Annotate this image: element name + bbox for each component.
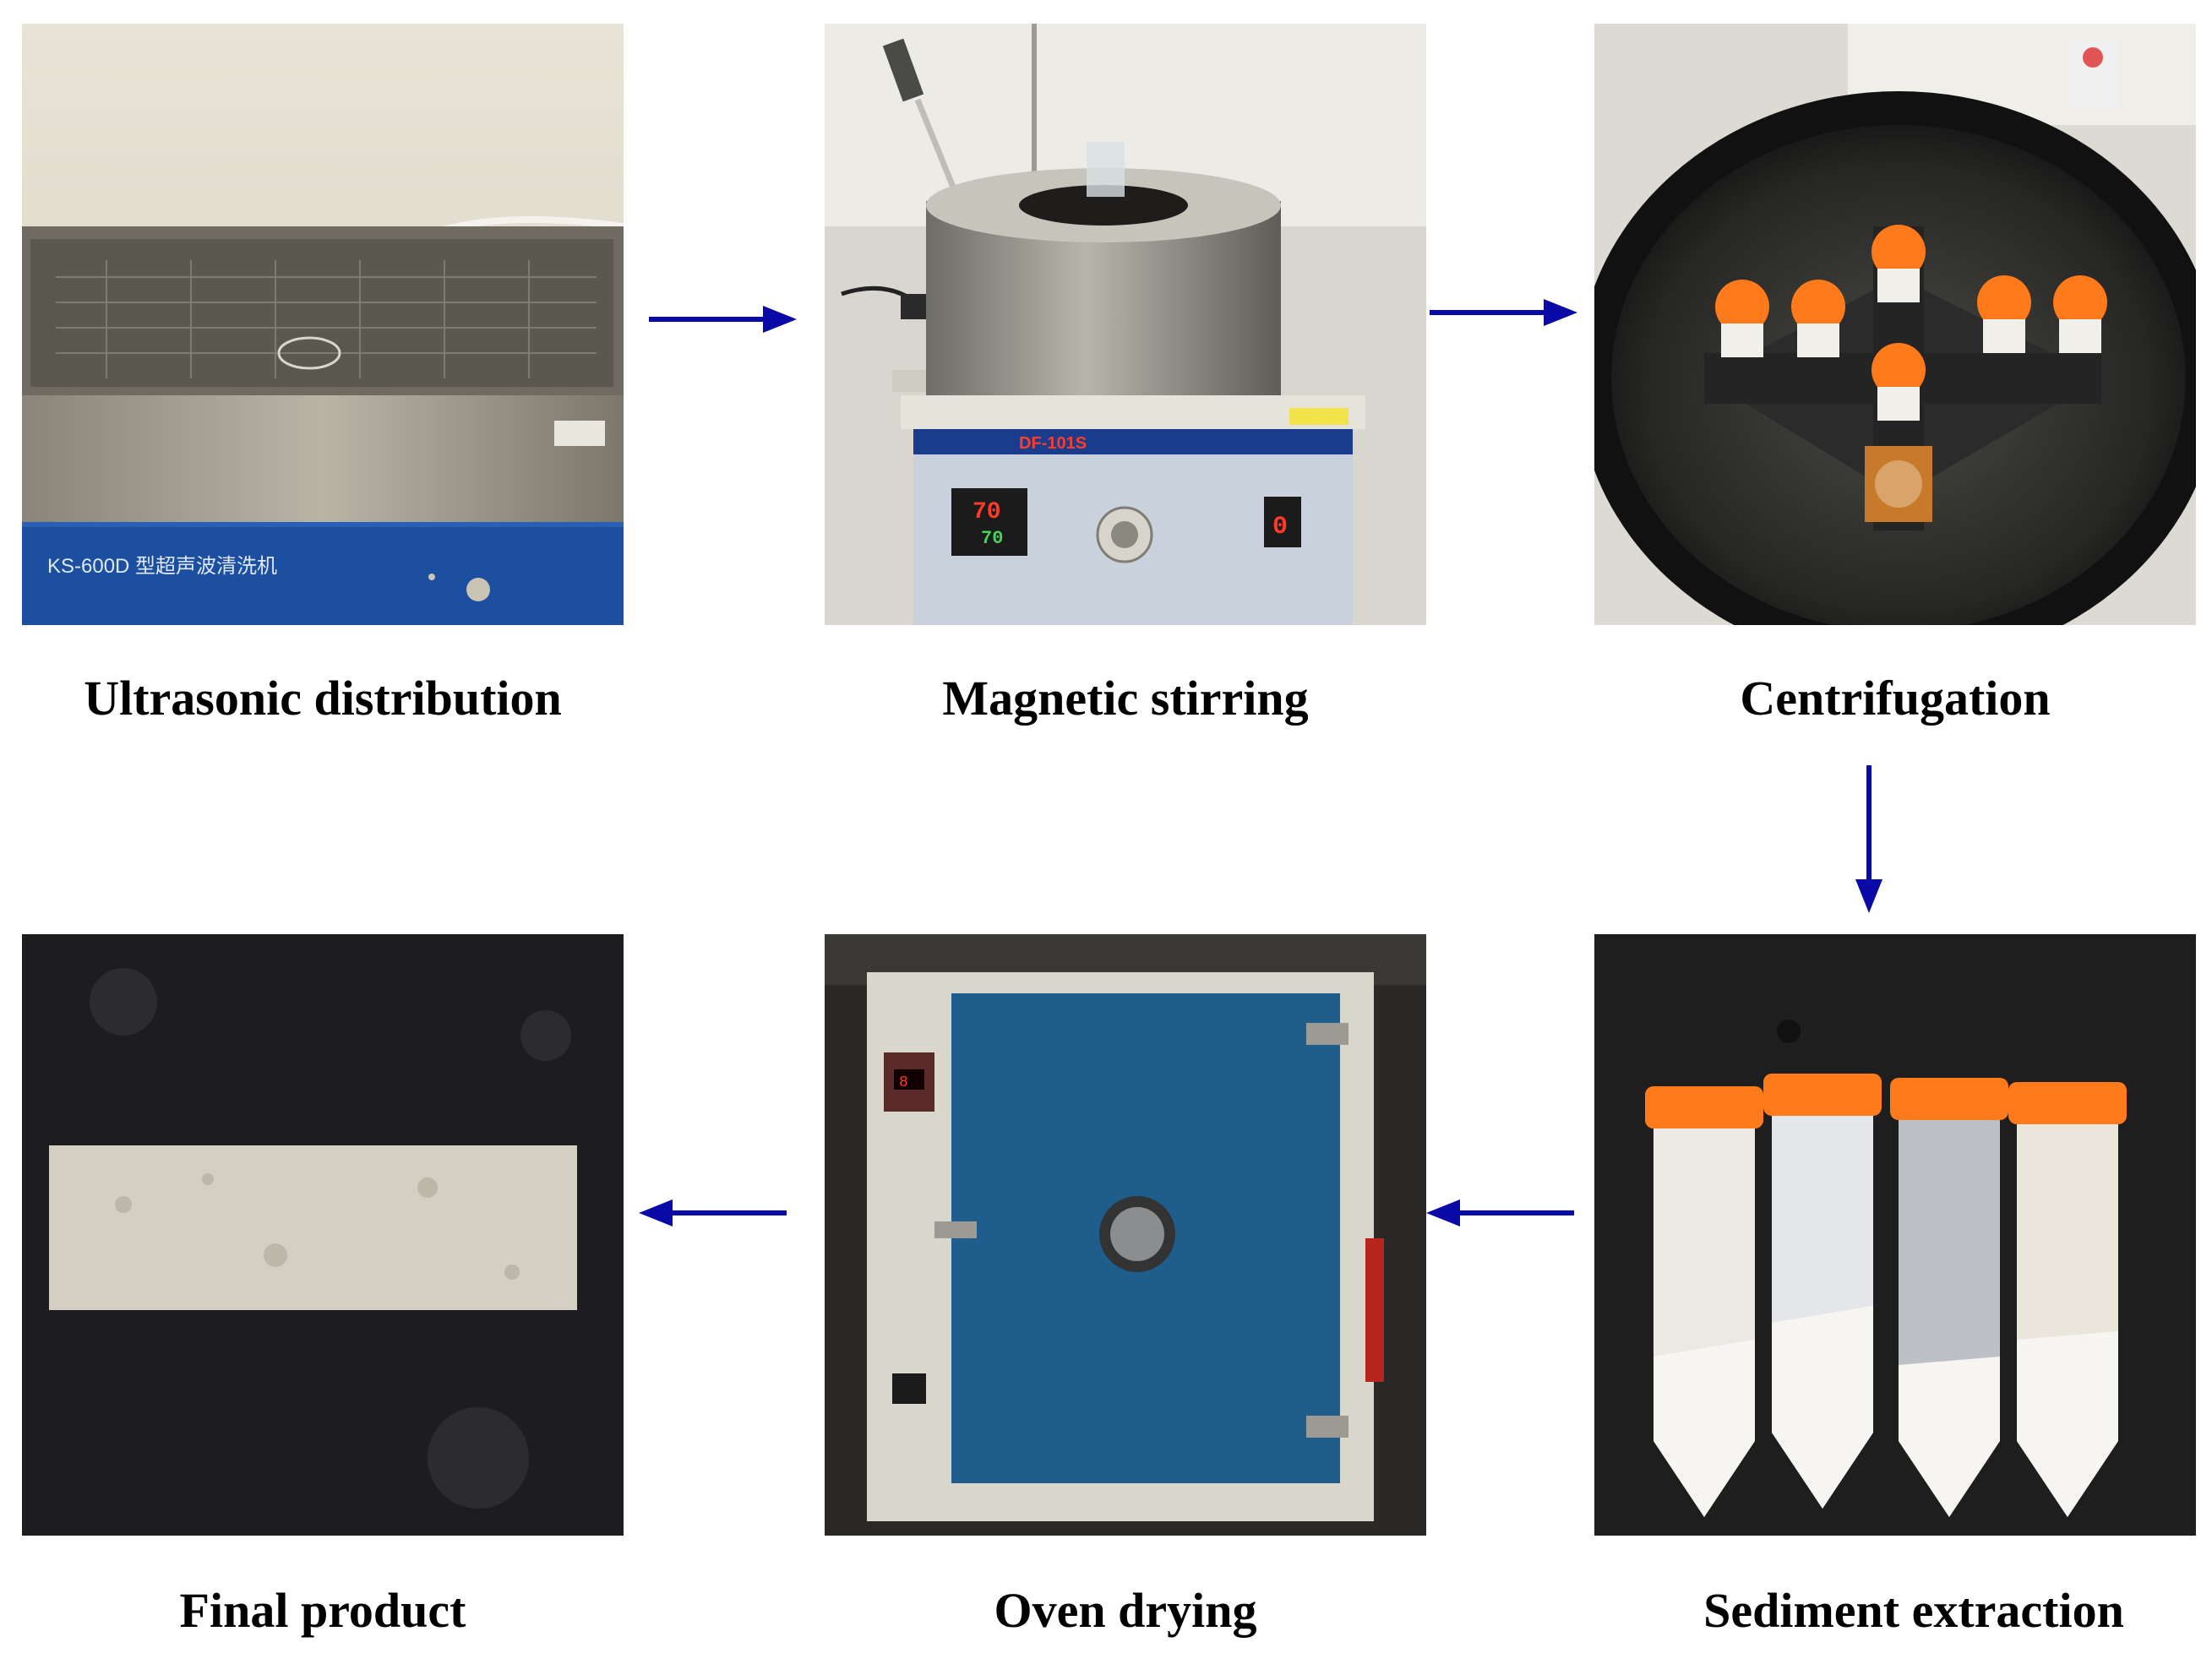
caption-sediment: Sediment extraction bbox=[1703, 1583, 2124, 1638]
model-label-text: KS-600D 型超声波清洗机 bbox=[47, 555, 277, 578]
speed-display: 0 bbox=[1272, 513, 1288, 541]
centrifuge-photo bbox=[1594, 24, 2196, 625]
model-text: DF-101S bbox=[1019, 434, 1087, 453]
arrow-down bbox=[1852, 765, 1886, 913]
final-product-photo bbox=[22, 934, 624, 1536]
oven-photo: 8 bbox=[825, 934, 1426, 1536]
arrow-right-2 bbox=[1430, 296, 1577, 329]
temp-display-sub: 70 bbox=[981, 528, 1003, 549]
caption-centrifugation: Centrifugation bbox=[1740, 671, 2051, 726]
magnetic-stirring-photo: DF-101S 70 70 0 bbox=[825, 24, 1426, 625]
arrow-right-1 bbox=[649, 302, 797, 336]
temp-display: 70 bbox=[973, 499, 1001, 525]
caption-final: Final product bbox=[179, 1583, 466, 1638]
caption-ultrasonic: Ultrasonic distribution bbox=[84, 671, 562, 726]
caption-oven: Oven drying bbox=[994, 1583, 1257, 1638]
ultrasonic-photo: KS-600D 型超声波清洗机 bbox=[22, 24, 624, 625]
arrow-left-2 bbox=[639, 1196, 787, 1230]
sediment-photo bbox=[1594, 934, 2196, 1536]
svg-text:8: 8 bbox=[899, 1074, 908, 1091]
caption-magnetic: Magnetic stirring bbox=[942, 671, 1309, 726]
arrow-left-1 bbox=[1426, 1196, 1574, 1230]
